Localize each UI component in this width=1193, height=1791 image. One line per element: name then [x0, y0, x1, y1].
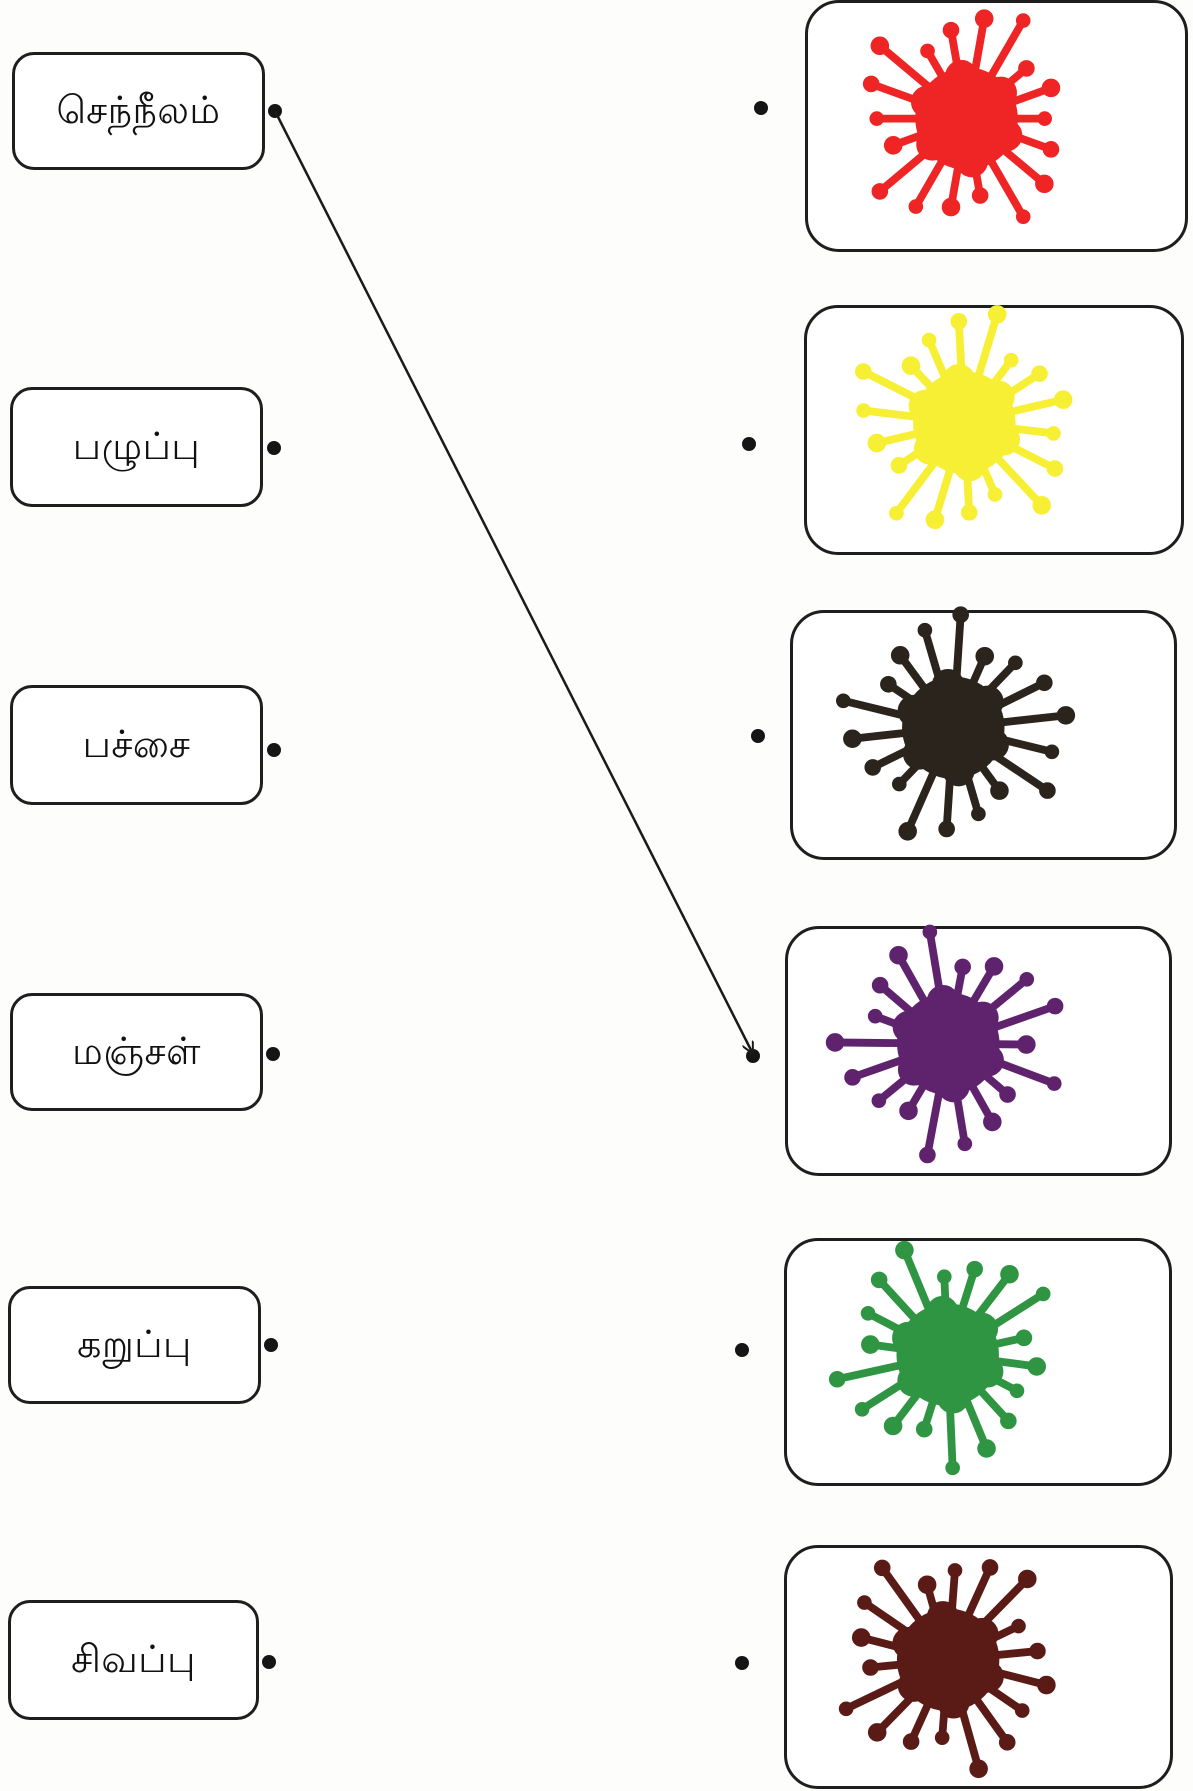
right-dot[interactable]	[746, 1049, 760, 1063]
word-card-pachai: பச்சை	[10, 685, 263, 805]
word-label: மஞ்சள்	[72, 1029, 201, 1074]
image-card-black	[790, 606, 1177, 860]
image-card-red	[805, 0, 1188, 252]
word-label: பச்சை	[82, 722, 191, 767]
right-dot[interactable]	[754, 101, 768, 115]
word-card-pazhuppu: பழுப்பு	[10, 387, 263, 507]
right-dot[interactable]	[742, 437, 756, 451]
word-label: பழுப்பு	[72, 424, 201, 469]
left-dot[interactable]	[264, 1338, 278, 1352]
word-label: கறுப்பு	[77, 1322, 192, 1367]
yellow-paint-splash-icon	[855, 305, 1073, 530]
word-card-karuppu: கறுப்பு	[8, 1286, 261, 1404]
left-dot[interactable]	[267, 441, 281, 455]
red-paint-splash-icon	[862, 9, 1061, 225]
left-dot[interactable]	[266, 1047, 280, 1061]
left-dot[interactable]	[268, 104, 282, 118]
green-paint-splash-icon	[828, 1240, 1051, 1476]
word-label: செந்நீலம்	[56, 88, 221, 133]
right-dot[interactable]	[735, 1343, 749, 1357]
left-dot[interactable]	[262, 1655, 276, 1669]
word-label: சிவப்பு	[71, 1637, 196, 1682]
word-card-senneelam: செந்நீலம்	[12, 52, 265, 170]
image-card-green	[784, 1238, 1172, 1486]
right-dot[interactable]	[751, 729, 765, 743]
right-dot[interactable]	[735, 1656, 749, 1670]
left-dot[interactable]	[267, 743, 281, 757]
image-card-yellow	[804, 305, 1184, 555]
brown-paint-splash-icon	[838, 1559, 1056, 1779]
purple-paint-splash-icon	[825, 924, 1064, 1164]
image-card-purple	[785, 924, 1172, 1176]
black-paint-splash-icon	[835, 606, 1076, 841]
word-card-sivappu: சிவப்பு	[8, 1600, 259, 1720]
word-card-manjal: மஞ்சள்	[10, 993, 263, 1111]
image-card-brown	[784, 1545, 1173, 1789]
